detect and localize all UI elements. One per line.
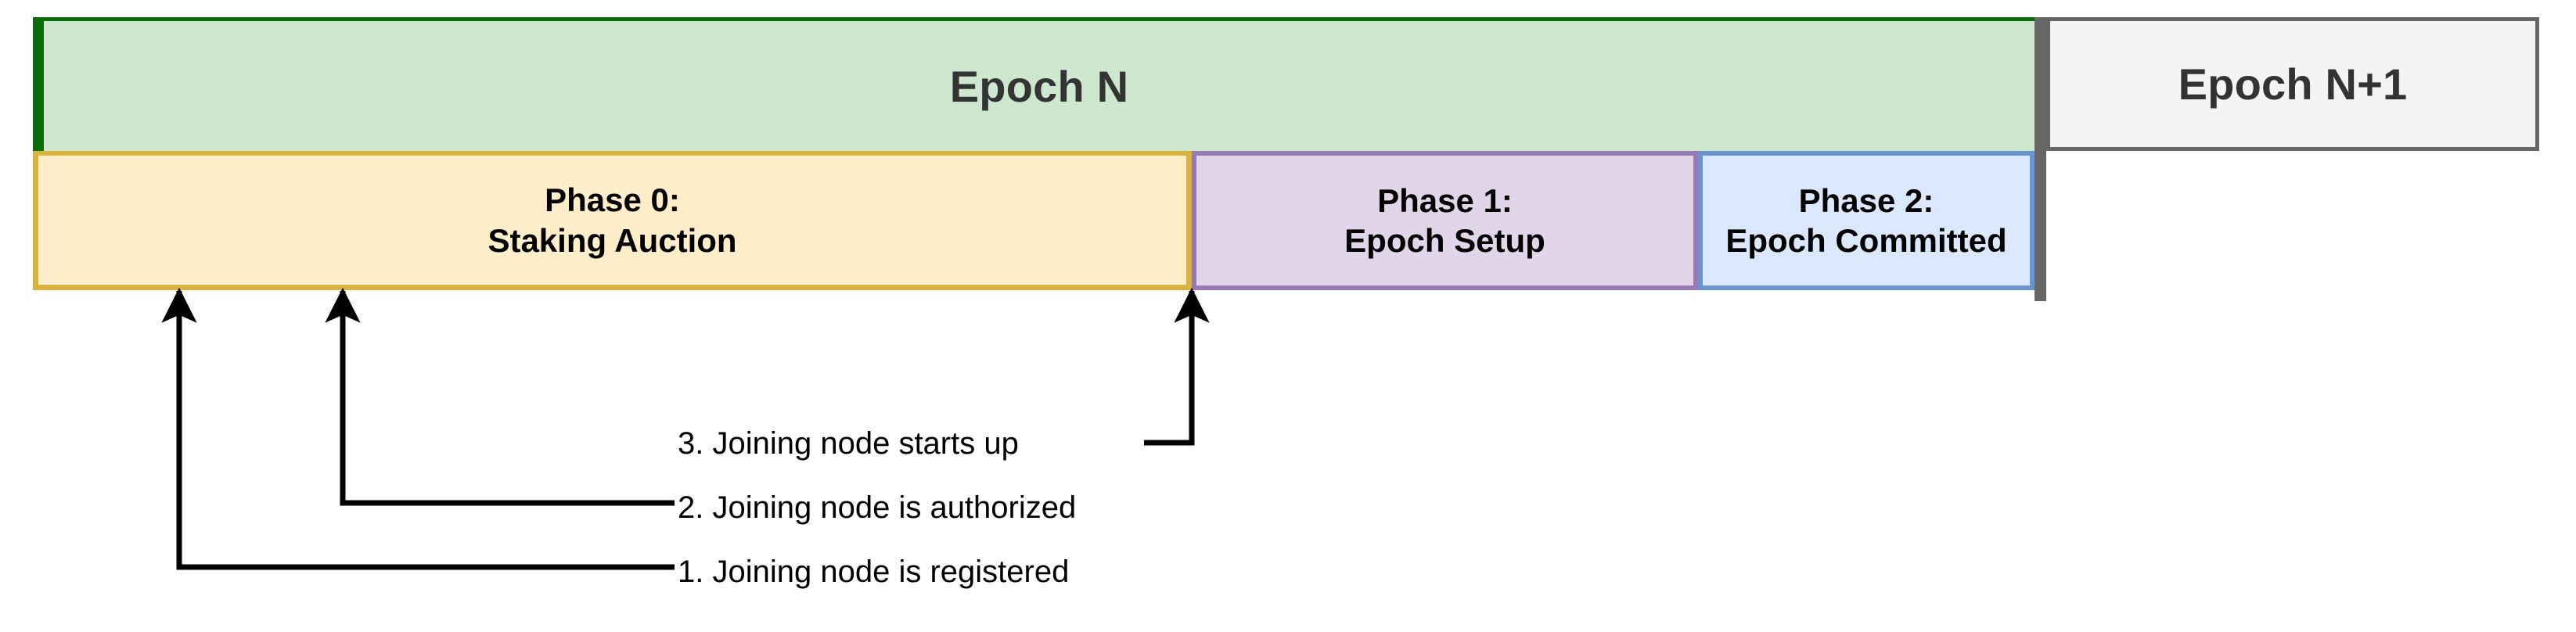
epoch-n-plus-1-box: Epoch N+1	[2046, 17, 2539, 151]
phase-2-subtitle: Epoch Committed	[1725, 222, 2007, 259]
callout-label-1: 1. Joining node is registered	[678, 555, 1070, 589]
epoch-boundary-divider	[2035, 17, 2046, 301]
phase-0-subtitle: Staking Auction	[487, 221, 737, 259]
epoch-n-label: Epoch N	[949, 61, 1129, 111]
phase-1-title: Phase 1:	[1377, 181, 1513, 219]
phase-0-title: Phase 0:	[545, 181, 680, 219]
phase-0-box: Phase 0: Staking Auction	[33, 151, 1192, 290]
phase-2-box: Phase 2: Epoch Committed	[1698, 151, 2035, 290]
callout-label-2: 2. Joining node is authorized	[678, 490, 1077, 525]
phase-1-subtitle: Epoch Setup	[1344, 222, 1545, 259]
callout-label-3: 3. Joining node starts up	[678, 426, 1019, 461]
epoch-n-box: Epoch N	[33, 17, 2035, 151]
phase-2-title: Phase 2:	[1798, 181, 1934, 219]
connector-line-1	[161, 287, 675, 570]
connector-line-3	[1144, 287, 1210, 446]
epoch-n-plus-1-label: Epoch N+1	[2178, 59, 2408, 109]
connector-line-2	[325, 287, 675, 506]
phase-1-box: Phase 1: Epoch Setup	[1192, 151, 1698, 290]
